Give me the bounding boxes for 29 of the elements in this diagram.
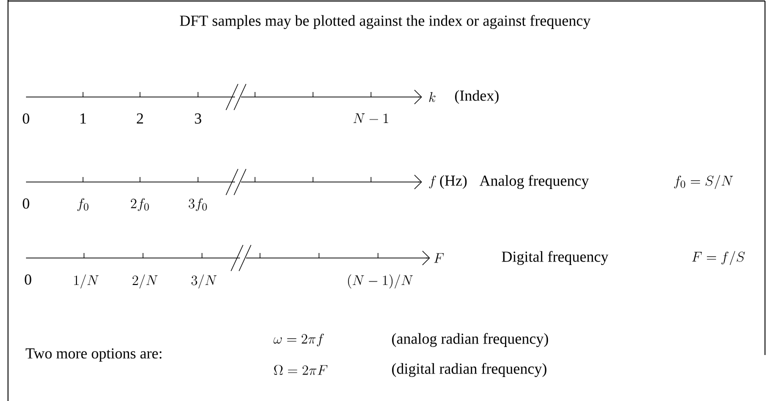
axis-label: $f$ [429, 176, 436, 188]
tick-label: 3 [194, 113, 202, 124]
tick-label: $(N-1)/N$ [348, 274, 413, 288]
note-text: (analog radian frequency) [392, 332, 548, 347]
tick-label: 2 [136, 113, 143, 124]
axis-label: $k$ [429, 92, 436, 102]
description-text: Digital frequency [502, 250, 608, 265]
tick-label: $3f_0$ [188, 198, 207, 212]
tick-label: 0 [22, 198, 30, 209]
note-text: (digital radian frequency) [392, 362, 546, 377]
note-text: Two more options are: [26, 348, 162, 362]
tick-label: $f_0$ [77, 198, 88, 212]
tick-label: 0 [24, 274, 32, 285]
description-text: Analog frequency [480, 174, 589, 189]
formula: $\Omega = 2\pi F$ [274, 364, 328, 375]
axis-label: (Index) [455, 90, 499, 104]
axis-label: $F$ [434, 253, 444, 263]
formula: $F = f/S$ [692, 250, 745, 266]
tick-label: $3/N$ [191, 274, 217, 288]
formula: $\omega = 2\pi f$ [274, 334, 324, 346]
tick-label: $2/N$ [132, 274, 158, 288]
tick-label: 1 [80, 113, 86, 124]
tick-label: $N -1$ [353, 113, 388, 123]
formula: $f_0 = S/N$ [674, 174, 733, 190]
tick-label: $2f_0$ [130, 198, 149, 212]
tick-label: $1/N$ [74, 274, 99, 288]
title-text: DFT samples may be plotted against the index or against frequency [180, 14, 591, 29]
tick-label: 0 [22, 113, 30, 124]
axis-label: (Hz) [440, 175, 467, 189]
